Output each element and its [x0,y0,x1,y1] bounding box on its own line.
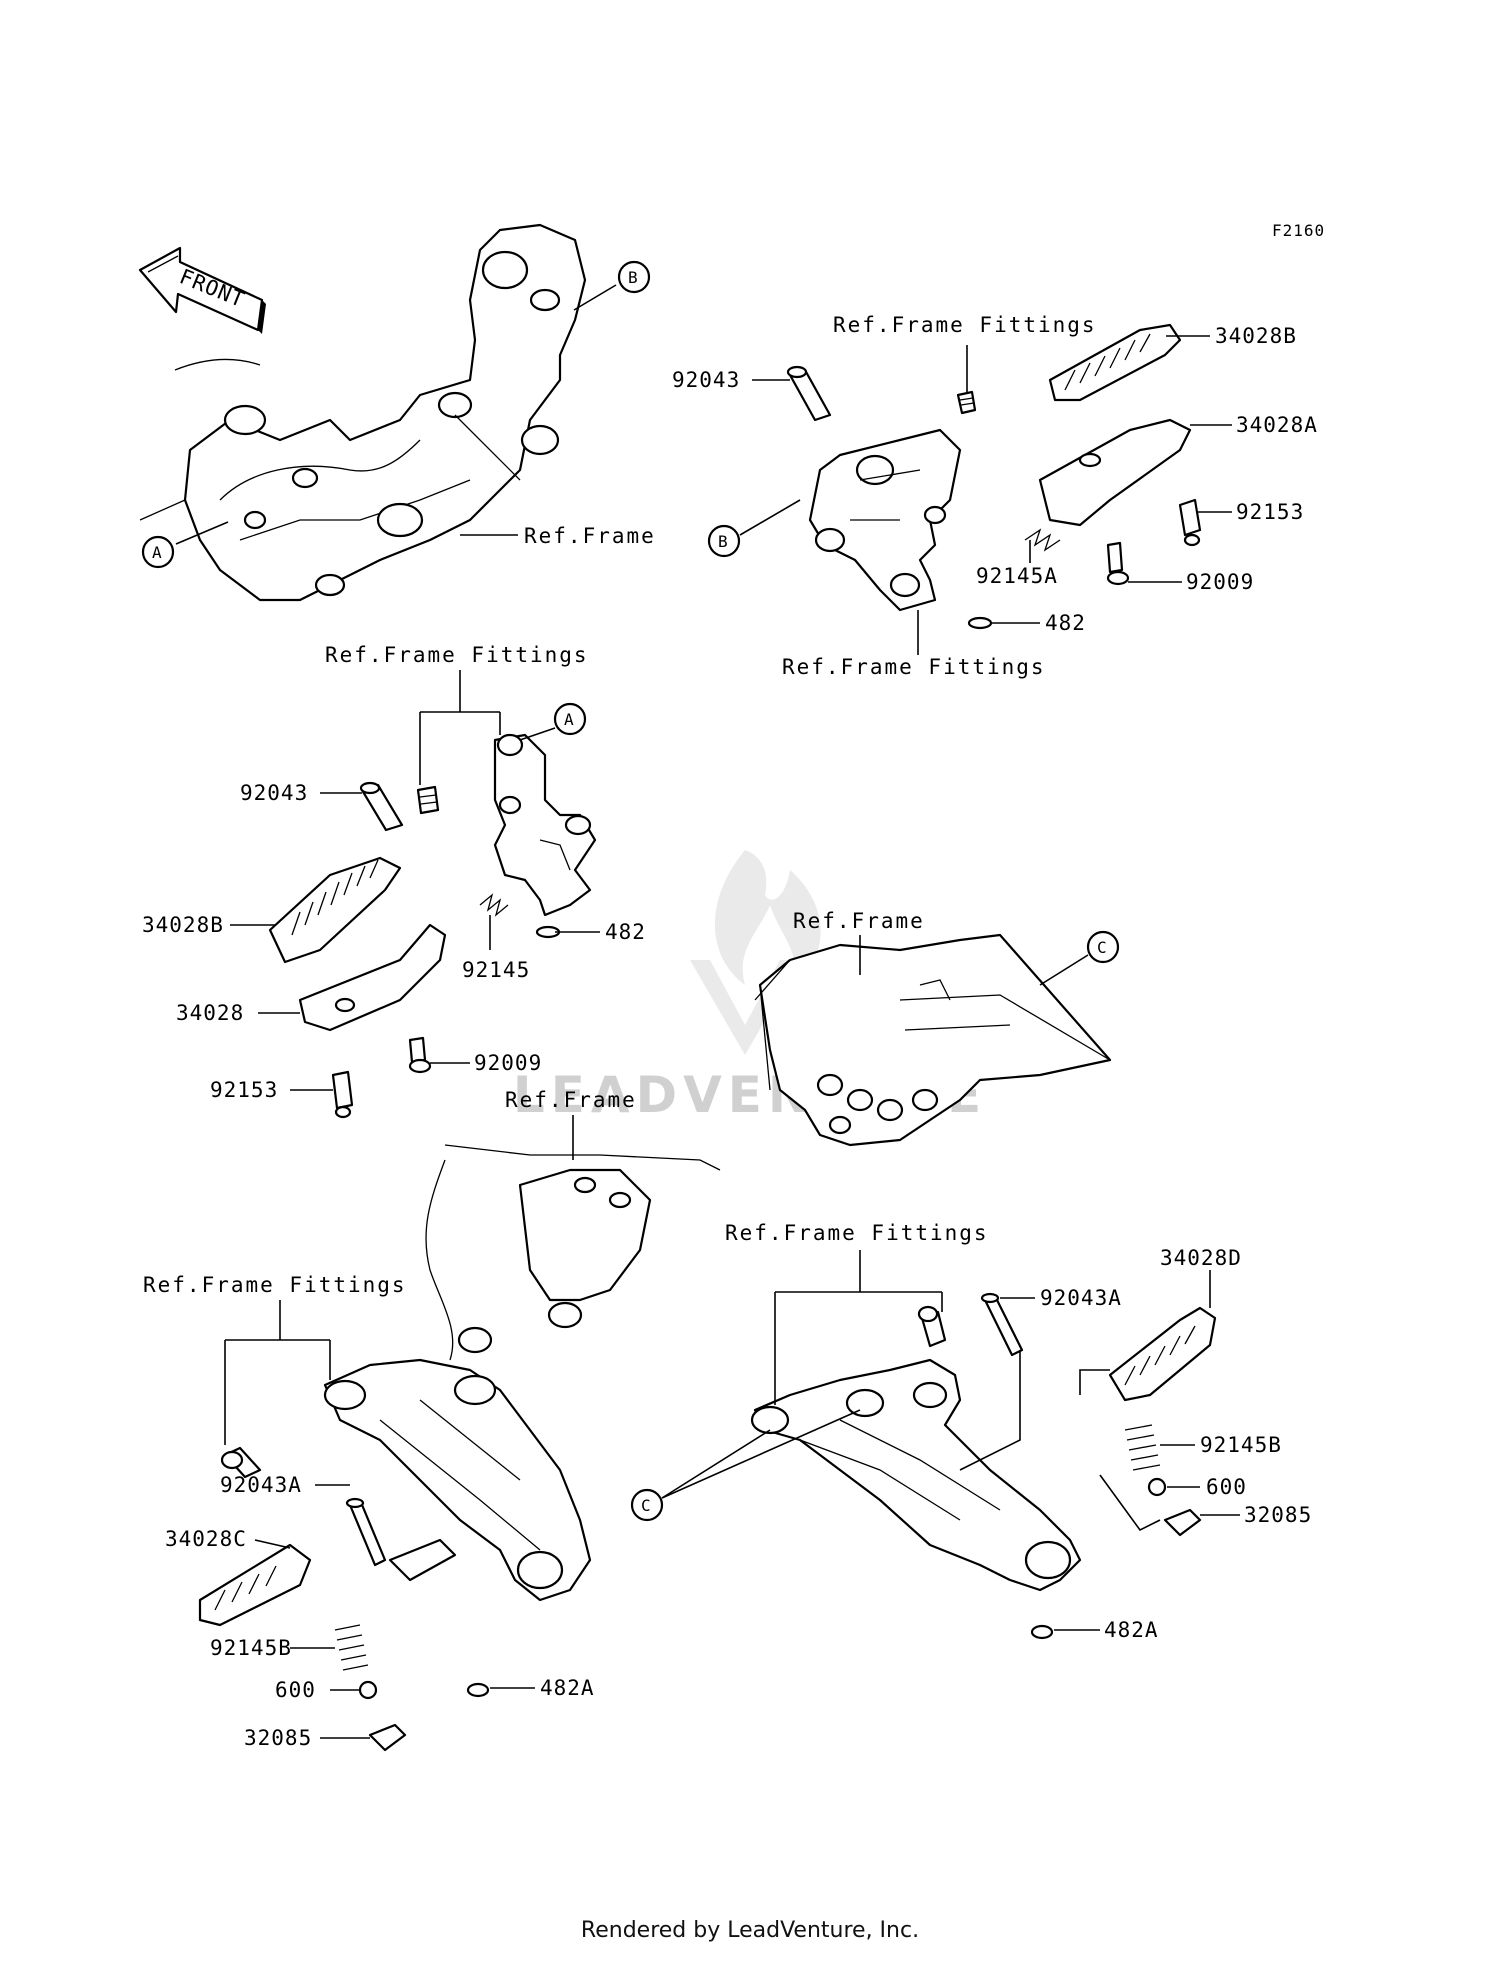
diagram-code: F2160 [1272,221,1325,240]
callout-c-label-2: C [641,1496,651,1515]
part-34028D: 34028D [1160,1246,1242,1270]
part-92145B-bottom-right: 92145B [1200,1433,1282,1457]
part-482-top: 482 [1045,611,1086,635]
part-34028C: 34028C [165,1527,247,1551]
part-482-mid: 482 [605,920,646,944]
top-right-assembly [786,323,1202,630]
callout-c-label: C [1097,938,1107,957]
ref-frame-mid-right: Ref.Frame [793,909,925,933]
callout-b-label-2: B [718,532,728,551]
callout-b-top-left: B [573,260,651,311]
callout-a-mid: A [519,702,587,741]
front-arrow-icon: FRONT [138,246,266,334]
part-482A-bottom-right: 482A [1104,1618,1159,1642]
callout-b-top-right: B [707,499,801,558]
ref-frame-fittings-bottom-left: Ref.Frame Fittings [143,1273,407,1297]
part-32085-bottom-left: 32085 [244,1726,312,1750]
part-482A-bottom-left: 482A [540,1676,595,1700]
part-92145: 92145 [462,958,530,982]
callout-a-label: A [152,543,162,562]
bottom-right-assembly [750,1292,1217,1640]
callout-c-mid: C [1039,930,1120,986]
part-92043A-bottom-left: 92043A [220,1473,302,1497]
ref-frame-bottom: Ref.Frame [505,1088,637,1112]
part-92043-mid: 92043 [240,781,308,805]
part-34028: 34028 [176,1001,244,1025]
callout-a-label-2: A [564,710,574,729]
part-92009-mid: 92009 [474,1051,542,1075]
ref-frame-fittings-mid-left: Ref.Frame Fittings [325,643,589,667]
ref-frame-fittings-top-mid: Ref.Frame Fittings [782,655,1046,679]
middle-left-assembly [268,733,597,1119]
part-34028B-top: 34028B [1215,324,1297,348]
part-92043-top: 92043 [672,368,740,392]
frame-assembly-top-left [139,223,587,602]
part-92009-top: 92009 [1186,570,1254,594]
bottom-left-assembly [198,1144,721,1752]
callout-c-bottom: C [630,1409,861,1522]
part-92145B-bottom-left: 92145B [210,1636,292,1660]
footer-credit: Rendered by LeadVenture, Inc. [580,1918,920,1943]
part-34028A: 34028A [1236,413,1318,437]
callout-a-top-left: A [141,521,229,569]
part-92145A: 92145A [976,564,1058,588]
part-600-bottom-left: 600 [275,1678,316,1702]
part-32085-bottom-right: 32085 [1244,1503,1312,1527]
ref-frame-fittings-top-right: Ref.Frame Fittings [833,313,1097,337]
part-92153-top: 92153 [1236,500,1304,524]
ref-frame-top: Ref.Frame [524,524,656,548]
middle-right-frame [754,933,1112,1147]
part-92043A-bottom-right: 92043A [1040,1286,1122,1310]
part-600-bottom-right: 600 [1206,1475,1247,1499]
part-92153-mid: 92153 [210,1078,278,1102]
callout-b-label: B [628,268,638,287]
ref-frame-fittings-bottom-right: Ref.Frame Fittings [725,1221,989,1245]
part-34028B-mid: 34028B [142,913,224,937]
